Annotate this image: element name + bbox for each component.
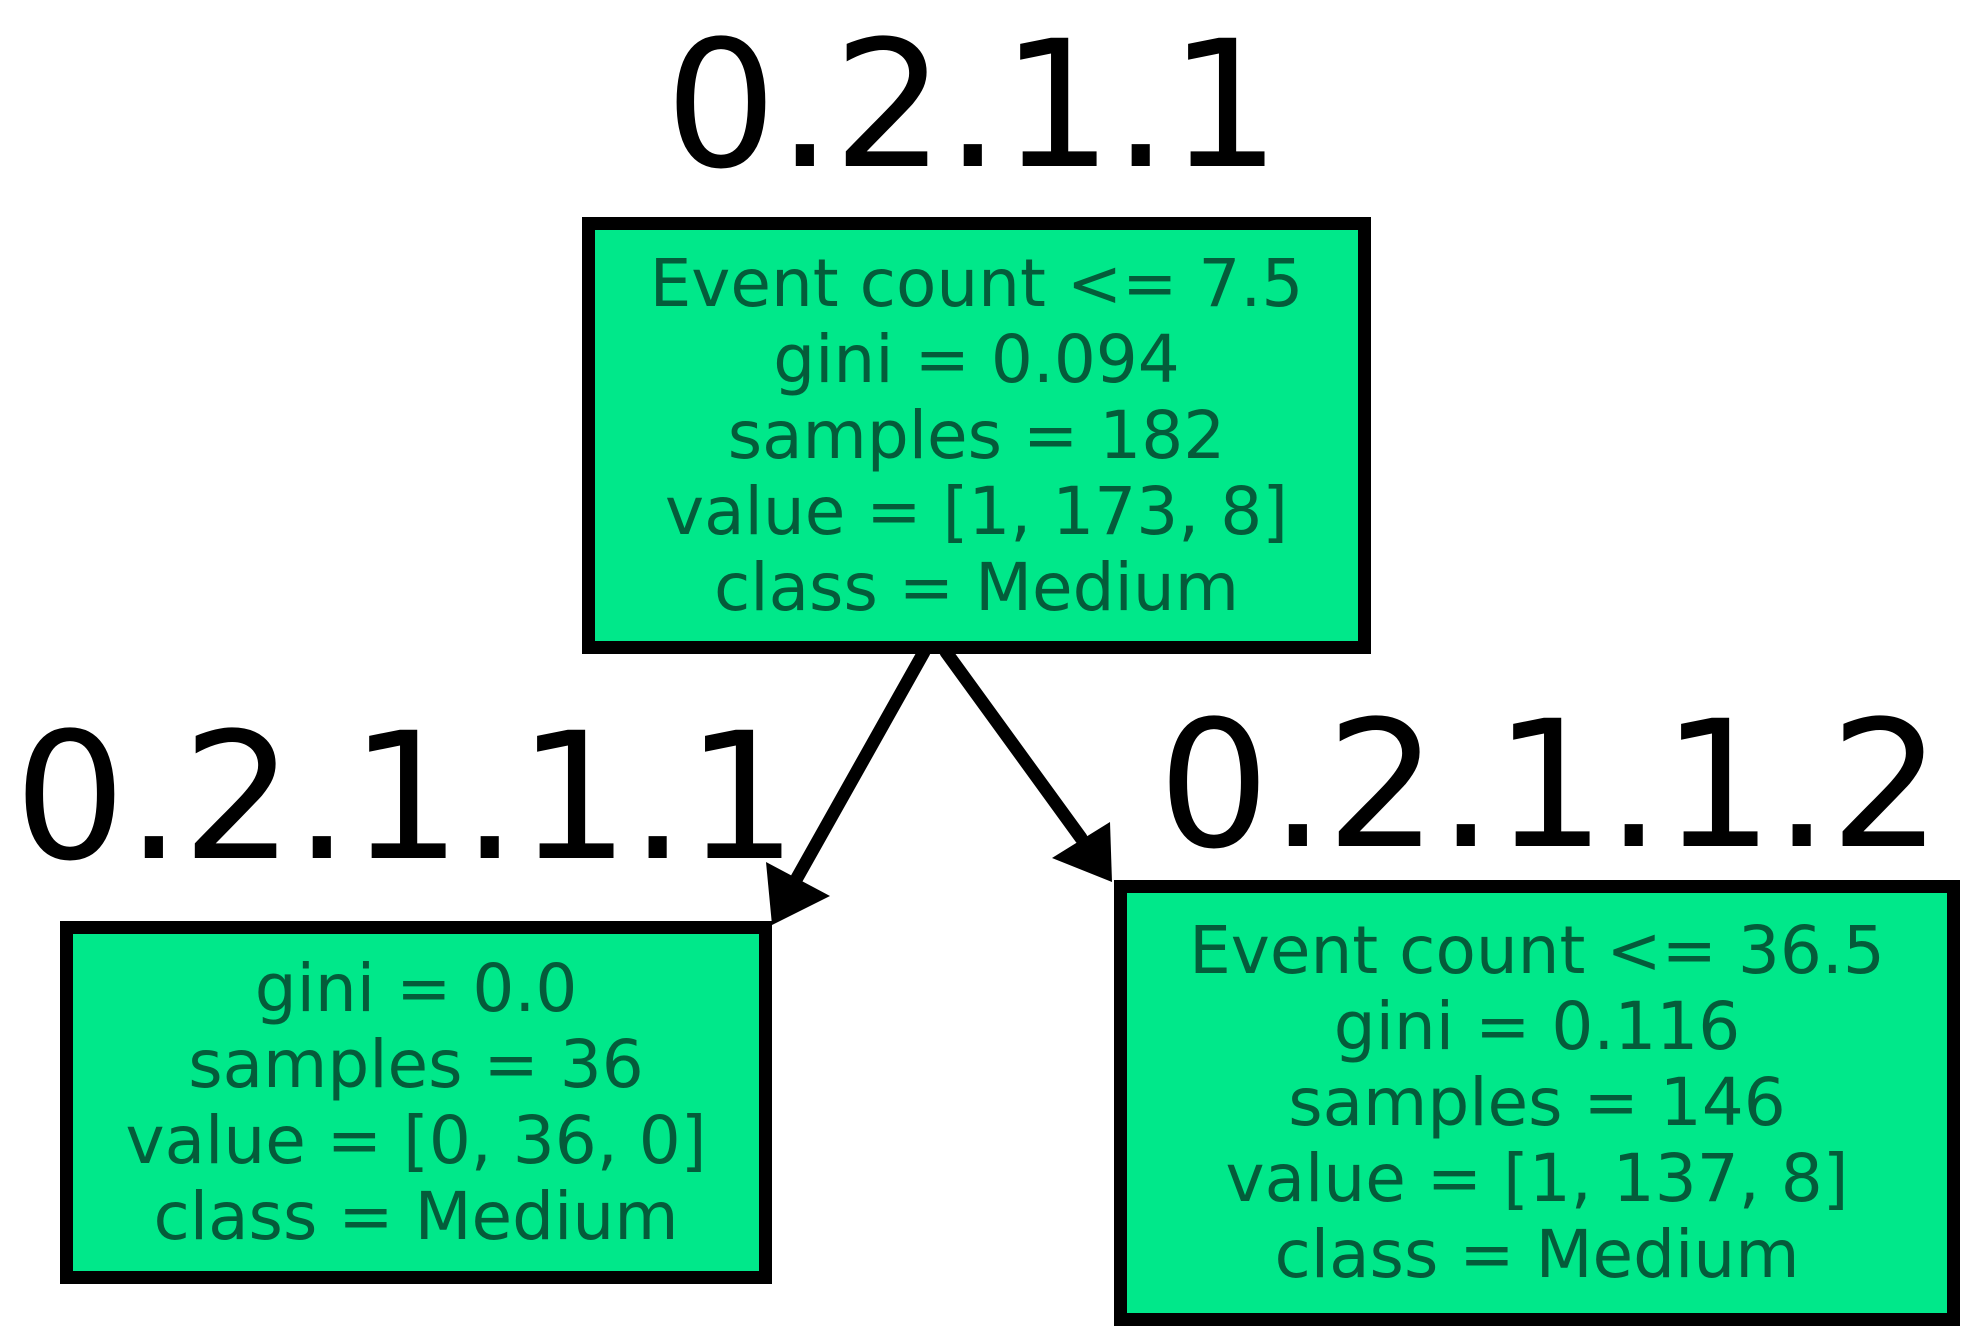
arrowhead-icon [1052, 822, 1112, 882]
right-value: value = [1, 137, 8] [1225, 1140, 1849, 1217]
right-class: class = Medium [1274, 1216, 1800, 1293]
left-leaf-node-box: gini = 0.0 samples = 36 value = [0, 36, … [60, 921, 772, 1284]
edge-root-to-left [766, 645, 931, 925]
edge-root-to-right [939, 645, 1112, 882]
right-node-id-label: 0.2.1.1.2 [1158, 683, 1942, 888]
left-samples: samples = 36 [188, 1025, 644, 1103]
root-node-box: Event count <= 7.5 gini = 0.094 samples … [582, 217, 1371, 654]
root-gini: gini = 0.094 [773, 320, 1180, 398]
root-samples: samples = 182 [727, 396, 1226, 474]
left-gini: gini = 0.0 [254, 949, 578, 1027]
right-node-box: Event count <= 36.5 gini = 0.116 samples… [1114, 880, 1960, 1326]
root-split-condition: Event count <= 7.5 [649, 244, 1304, 322]
arrowhead-icon [766, 862, 830, 925]
right-samples: samples = 146 [1288, 1064, 1786, 1141]
root-class: class = Medium [713, 548, 1239, 626]
left-node-id-label: 0.2.1.1.1 [14, 695, 798, 900]
left-class: class = Medium [153, 1177, 679, 1255]
left-value: value = [0, 36, 0] [125, 1101, 707, 1179]
root-node-id-label: 0.2.1.1 [665, 3, 1281, 208]
right-split-condition: Event count <= 36.5 [1189, 912, 1885, 989]
right-gini: gini = 0.116 [1333, 988, 1741, 1065]
root-value: value = [1, 173, 8] [665, 472, 1288, 550]
